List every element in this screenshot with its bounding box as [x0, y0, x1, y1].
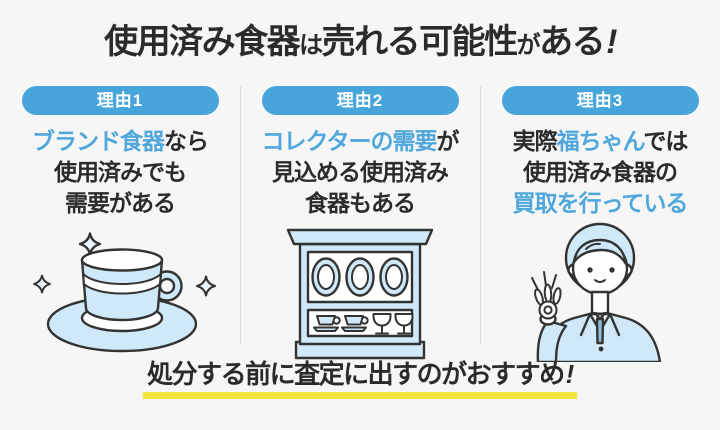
reason-1-text: ブランド食器なら 使用済みでも 需要がある [32, 126, 209, 219]
teacup-sparkles-illustration [10, 222, 230, 358]
conclusion-banner: 処分する前に査定に出すのがおすすめ! [0, 356, 720, 399]
column-divider [240, 86, 241, 345]
highlight-text: 福ちゃん [556, 128, 645, 154]
reason-2-line3: 食器もある [305, 190, 416, 216]
text-segment: 実際 [512, 128, 558, 154]
reason-2-line1: コレクターの需要が [261, 126, 460, 157]
reason-card-3: 理由3 実際福ちゃんでは 使用済み食器の 買取を行っている [480, 86, 720, 362]
reason-1-line1: ブランド食器なら [32, 126, 209, 157]
highlight-text: ブランド食器 [32, 128, 165, 154]
page-title: 使用済み食器は売れる可能性がある! [0, 20, 720, 68]
text-segment: 処分する前に査定に出すのがおすすめ [147, 359, 565, 389]
title-segment: 売れる可能性 [321, 23, 519, 61]
cabinet-plates-illustration [250, 222, 470, 360]
title-segment-small: が [516, 32, 541, 59]
reason-card-2: 理由2 コレクターの需要が 見込める使用済み 食器もある [240, 86, 480, 360]
text-segment: が [436, 128, 460, 154]
conclusion-exclamation: ! [565, 359, 575, 389]
reason-3-line1: 実際福ちゃんでは [512, 126, 689, 157]
reason-1-line2: 使用済みでも [54, 159, 187, 185]
reason-3-line2: 使用済み食器の [522, 159, 678, 185]
title-segment: ある [539, 23, 606, 61]
column-divider [480, 86, 481, 345]
sparkle-icon [195, 275, 217, 297]
reasons-row: 理由1 ブランド食器なら 使用済みでも 需要がある [0, 86, 720, 362]
reason-2-line2: 見込める使用済み [272, 159, 449, 185]
title-segment-small: は [299, 32, 323, 59]
text-segment: では [643, 128, 688, 154]
reason-3-text: 実際福ちゃんでは 使用済み食器の 買取を行っている [512, 126, 689, 219]
reason-3-badge: 理由3 [501, 86, 699, 115]
reason-1-line3: 需要がある [65, 190, 176, 216]
text-segment: なら [164, 128, 209, 154]
reason-3-line3: 買取を行っている [512, 190, 689, 216]
conclusion-text: 処分する前に査定に出すのがおすすめ! [143, 356, 577, 399]
sparkle-icon [33, 274, 51, 294]
businessman-ok-illustration [490, 222, 710, 362]
reason-1-badge: 理由1 [21, 86, 219, 115]
reason-card-1: 理由1 ブランド食器なら 使用済みでも 需要がある [0, 86, 240, 358]
highlight-text: コレクターの需要 [261, 128, 437, 154]
title-exclamation: ! [606, 23, 617, 61]
reason-2-text: コレクターの需要が 見込める使用済み 食器もある [261, 126, 460, 219]
title-segment: 使用済み食器 [104, 23, 301, 61]
reason-2-badge: 理由2 [261, 86, 459, 115]
